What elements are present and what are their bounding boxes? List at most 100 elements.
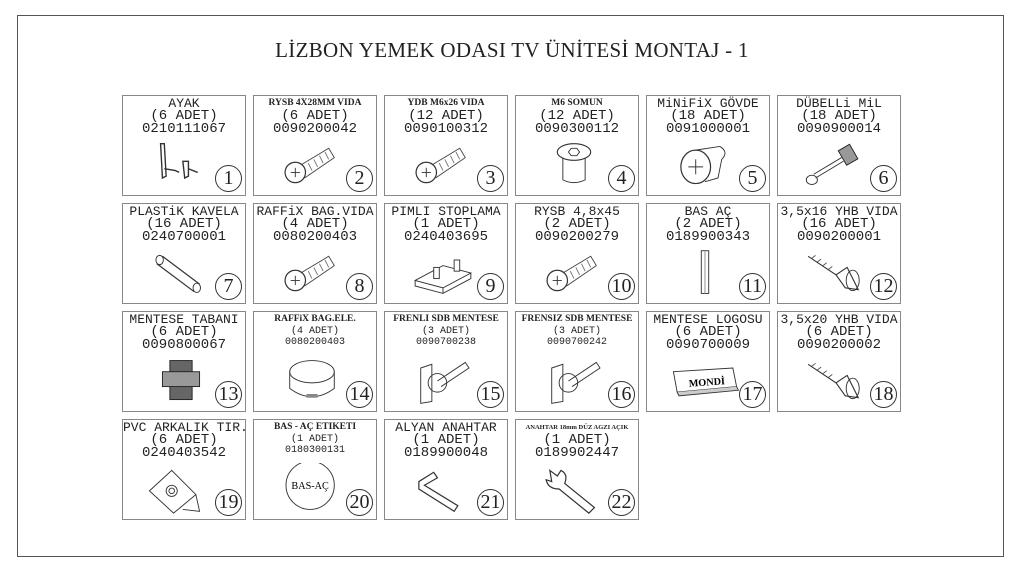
part-card-14: RAFFiX BAG.ELE. (4 ADET)0080200403 14 bbox=[253, 311, 377, 412]
part-name: PIMLI STOPLAMA bbox=[391, 204, 501, 219]
part-card-7: PLASTiK KAVELA(16 ADET)0240700001 7 bbox=[122, 203, 246, 304]
part-code: 0180300131 bbox=[284, 445, 345, 456]
dowel-bolt-icon bbox=[805, 143, 859, 185]
part-quantity: (16 ADET) bbox=[146, 216, 222, 232]
hinge-icon bbox=[420, 361, 470, 404]
raffix-icon bbox=[289, 360, 335, 398]
part-name: ALYAN ANAHTAR bbox=[395, 420, 497, 435]
part-number: 15 bbox=[477, 381, 504, 408]
part-name: BAS AÇ bbox=[684, 204, 732, 219]
part-code: 0189902447 bbox=[534, 445, 619, 461]
part-code: 0090200002 bbox=[796, 337, 881, 353]
part-card-15: FRENLI SDB MENTESE (3 ADET)0090700238 15 bbox=[384, 311, 508, 412]
part-number: 8 bbox=[346, 273, 373, 300]
part-quantity: (3 ADET) bbox=[552, 326, 601, 337]
part-number: 21 bbox=[477, 489, 504, 516]
part-quantity: (3 ADET) bbox=[421, 326, 470, 337]
part-name: ANAHTAR 18mm DÜZ AGZI AÇIK bbox=[525, 424, 629, 431]
part-quantity: (12 ADET) bbox=[539, 108, 615, 124]
part-code: 0090800067 bbox=[141, 337, 226, 353]
part-name: YDB M6x26 VIDA bbox=[407, 98, 485, 108]
part-name: RAFFiX BAG.ELE. bbox=[274, 314, 356, 324]
logo-text: MONDİ bbox=[688, 375, 725, 390]
part-number: 22 bbox=[608, 489, 635, 516]
part-number: 17 bbox=[739, 381, 766, 408]
part-quantity: (1 ADET) bbox=[412, 216, 480, 232]
part-code: 0189900343 bbox=[665, 229, 750, 245]
screw-icon bbox=[284, 147, 335, 184]
part-number: 19 bbox=[215, 489, 242, 516]
part-number: 5 bbox=[739, 165, 766, 192]
part-name: AYAK bbox=[168, 96, 200, 111]
part-card-18: 3,5x20 YHB VIDA(6 ADET)0090200002 18 bbox=[777, 311, 901, 412]
part-code: 0240700001 bbox=[141, 229, 226, 245]
part-code: 0240403542 bbox=[141, 445, 226, 461]
part-code: 0210111067 bbox=[141, 121, 226, 137]
nut-icon bbox=[556, 143, 592, 184]
leg-icon bbox=[159, 142, 198, 180]
part-code: 0090200042 bbox=[272, 121, 357, 137]
part-quantity: (1 ADET) bbox=[290, 434, 339, 445]
part-name: RYSB 4,8x45 bbox=[534, 204, 620, 219]
part-quantity: (16 ADET) bbox=[801, 216, 877, 232]
part-code: 0090700009 bbox=[665, 337, 750, 353]
part-number: 16 bbox=[608, 381, 635, 408]
part-number: 12 bbox=[870, 273, 897, 300]
part-name: 3,5x20 YHB VIDA bbox=[780, 312, 898, 327]
part-code: 0090700238 bbox=[415, 337, 476, 348]
part-name: FRENLI SDB MENTESE bbox=[393, 314, 499, 324]
part-number: 20 bbox=[346, 489, 373, 516]
screw-icon bbox=[546, 255, 597, 292]
part-quantity: (12 ADET) bbox=[408, 108, 484, 124]
part-name: PLASTiK KAVELA bbox=[129, 204, 239, 219]
screw-icon bbox=[284, 255, 335, 292]
wrench-icon bbox=[545, 469, 596, 514]
part-name: M6 SOMUN bbox=[551, 98, 603, 108]
part-name: RYSB 4X28MM VIDA bbox=[268, 98, 362, 108]
part-quantity: (4 ADET) bbox=[281, 216, 349, 232]
part-number: 18 bbox=[870, 381, 897, 408]
part-number: 13 bbox=[215, 381, 242, 408]
part-number: 10 bbox=[608, 273, 635, 300]
allen-key-icon bbox=[418, 471, 459, 513]
part-quantity: (6 ADET) bbox=[150, 108, 218, 124]
part-code: 0090700242 bbox=[546, 337, 607, 348]
part-code: 0090900014 bbox=[796, 121, 881, 137]
part-number: 6 bbox=[870, 165, 897, 192]
part-number: 7 bbox=[215, 273, 242, 300]
screw-icon bbox=[415, 147, 466, 184]
part-number: 11 bbox=[739, 273, 766, 300]
part-number: 14 bbox=[346, 381, 373, 408]
part-number: 9 bbox=[477, 273, 504, 300]
wood-screw-icon bbox=[807, 254, 860, 292]
dowel-icon bbox=[155, 254, 201, 293]
part-card-11: BAS AÇ(2 ADET)0189900343 11 bbox=[646, 203, 770, 304]
push-open-icon bbox=[700, 250, 710, 294]
part-quantity: (6 ADET) bbox=[281, 108, 349, 124]
label-text: BAS-AÇ bbox=[291, 481, 329, 492]
part-quantity: (6 ADET) bbox=[805, 324, 873, 340]
part-quantity: (1 ADET) bbox=[412, 432, 480, 448]
page-frame bbox=[17, 15, 1004, 557]
part-code: 0080200403 bbox=[284, 337, 345, 348]
part-quantity: (2 ADET) bbox=[674, 216, 742, 232]
part-card-22: ANAHTAR 18mm DÜZ AGZI AÇIK(1 ADET)018990… bbox=[515, 419, 639, 520]
part-name: BAS - AÇ ETIKETI bbox=[273, 422, 357, 432]
part-code: 0090200001 bbox=[796, 229, 881, 245]
part-quantity: (6 ADET) bbox=[150, 324, 218, 340]
part-number: 3 bbox=[477, 165, 504, 192]
part-quantity: (4 ADET) bbox=[290, 326, 339, 337]
logo-plate-icon: MONDİ bbox=[672, 367, 740, 397]
